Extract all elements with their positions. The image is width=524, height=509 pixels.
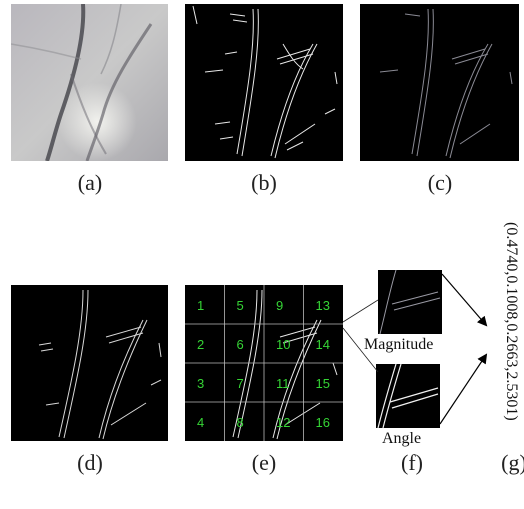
- label-b: (b): [251, 170, 277, 195]
- magnitude-label: Magnitude: [364, 336, 434, 353]
- grid-cell-number: 11: [276, 376, 290, 391]
- grid-cell-number: 16: [316, 415, 330, 430]
- grid-cell-number: 4: [197, 415, 204, 430]
- grid-cell-number: 7: [237, 376, 244, 391]
- label-g: (g): [501, 450, 524, 475]
- grid-cell-number: 1: [197, 298, 204, 313]
- grid-cell-number: 15: [316, 376, 330, 391]
- grid-cell-number: 8: [237, 415, 244, 430]
- feature-vector: (0.4740,0.1008,0.2663,2.5301): [503, 222, 520, 421]
- grid-cell-number: 14: [316, 337, 330, 352]
- grid-cell-number: 2: [197, 337, 204, 352]
- grid-cell-number: 3: [197, 376, 204, 391]
- grid-cell-number: 13: [316, 298, 330, 313]
- grid-cell-number: 9: [276, 298, 283, 313]
- grid-cell-number: 6: [237, 337, 244, 352]
- label-d: (d): [77, 450, 103, 475]
- label-f: (f): [401, 450, 423, 475]
- edge-image-d: [11, 285, 168, 441]
- edge-image-b: [185, 4, 343, 161]
- label-e: (e): [251, 450, 277, 475]
- angle-thumbnail: [376, 364, 440, 428]
- angle-label: Angle: [382, 430, 422, 447]
- palm-photo: [11, 4, 168, 161]
- label-c: (c): [427, 170, 453, 195]
- magnitude-thumbnail: [378, 270, 442, 334]
- grid-cell-number: 10: [276, 337, 290, 352]
- edge-image-c: [360, 4, 519, 161]
- label-a: (a): [77, 170, 103, 195]
- grid-cell-number: 12: [276, 415, 290, 430]
- grid-cell-number: 5: [237, 298, 244, 313]
